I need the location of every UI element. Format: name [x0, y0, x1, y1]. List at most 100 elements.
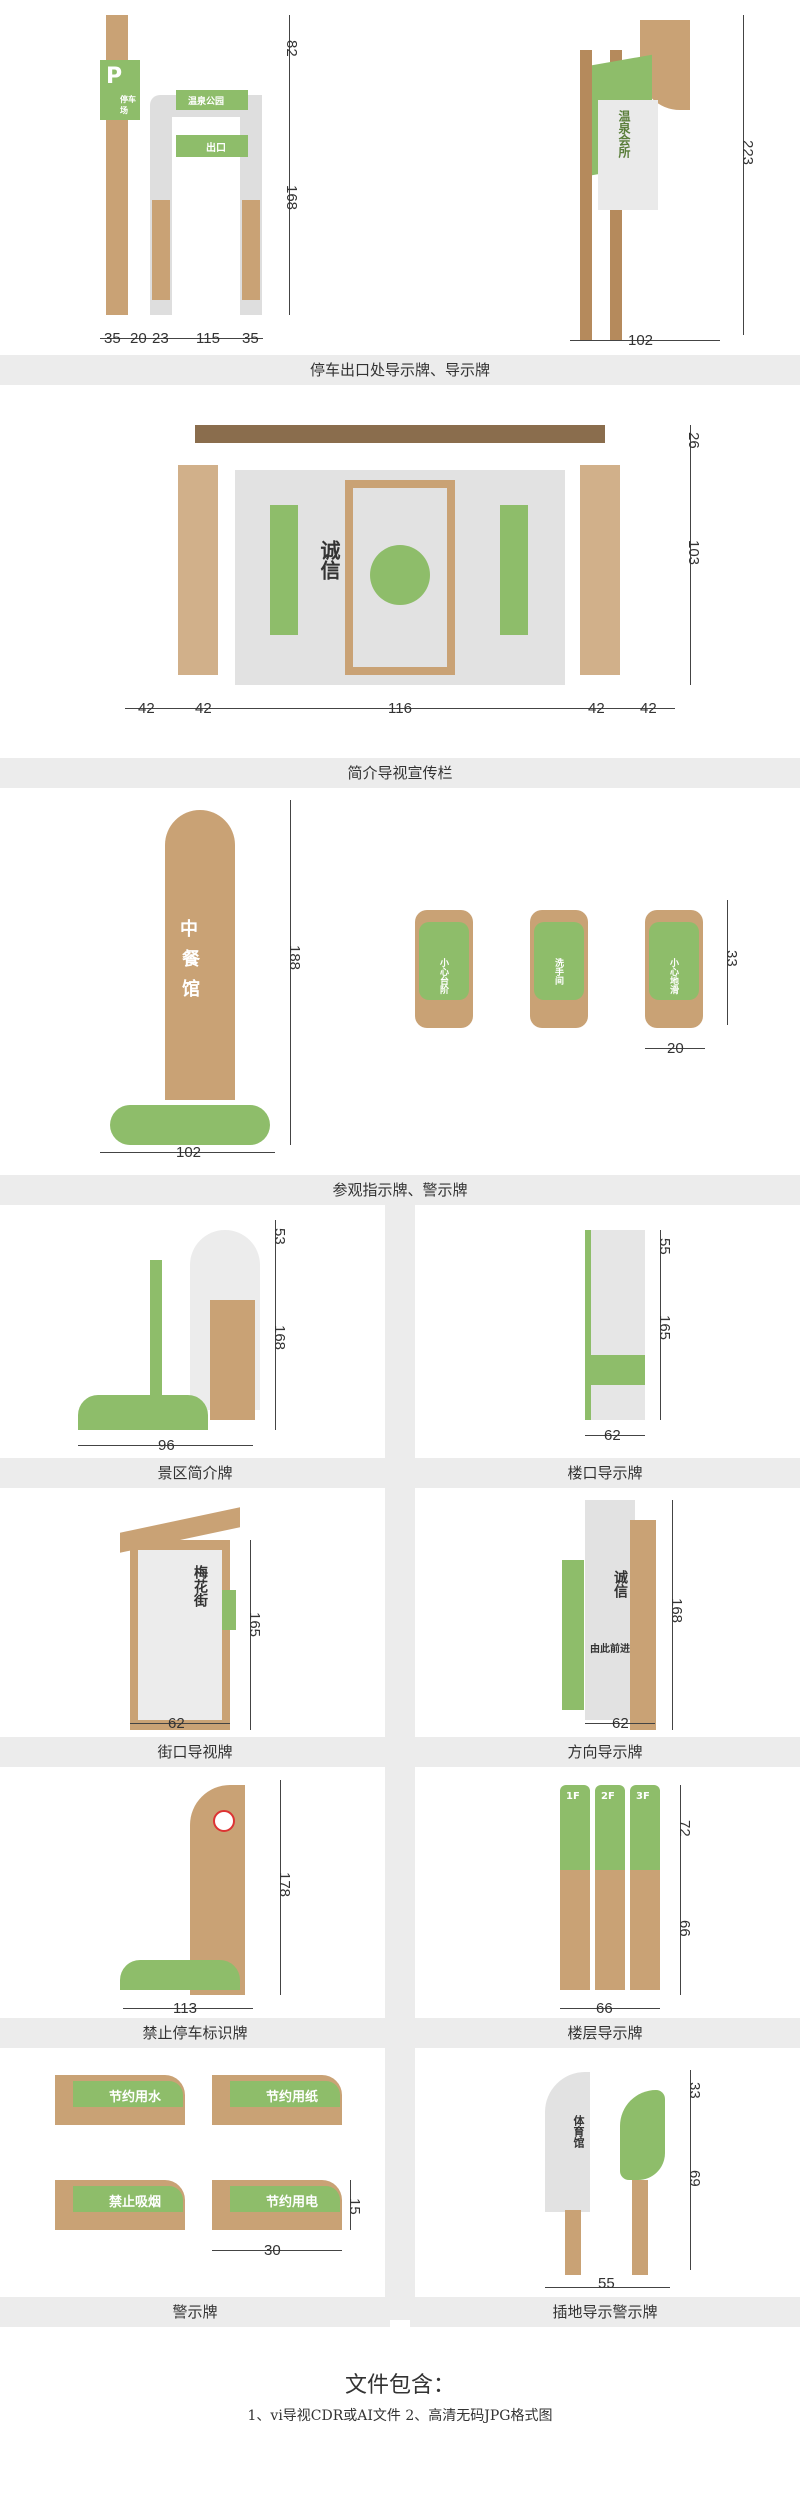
dim-line: [680, 1785, 681, 1995]
section-caption: 街口导视牌: [0, 1737, 390, 1767]
dim-line: [690, 425, 691, 685]
dim-label: 165: [246, 1612, 263, 1638]
dim-label: 102: [176, 1144, 202, 1161]
warning-sign-3-band: 禁止吸烟: [73, 2186, 183, 2212]
direction-sign-green: [562, 1560, 584, 1710]
dim-line: [585, 1435, 645, 1436]
dim-label: 30: [264, 2242, 281, 2259]
restaurant-sign: [165, 810, 235, 1100]
ground-sign-2-post: [632, 2180, 648, 2275]
dim-line: [130, 1723, 230, 1724]
scenic-mountain: [78, 1395, 208, 1430]
warning-label-1: 节约用水: [109, 2090, 162, 2105]
floor-sign-3: 3F: [630, 1785, 660, 1870]
dim-line: [585, 1723, 655, 1724]
floor-label-2: 2F: [601, 1791, 615, 1802]
board-green-left: [270, 505, 298, 635]
dim-label: 69: [686, 2170, 703, 2187]
dim-line: [727, 900, 728, 1025]
ground-sign-1: [545, 2072, 590, 2212]
direction-sign-wood: [630, 1520, 656, 1730]
board-round-window: [370, 545, 430, 605]
arch-right-panel: [242, 200, 260, 300]
warning-sign-4-band: 节约用电: [230, 2186, 340, 2212]
dim-label: 26: [685, 432, 702, 449]
restaurant-char-1: 中: [180, 919, 198, 940]
warning-sign-4: 节约用电: [212, 2180, 342, 2230]
small-sign-2-panel: 洗手间: [534, 922, 584, 1000]
warning-sign-2: 节约用纸: [212, 2075, 342, 2125]
direction-label-1: 温泉公园: [188, 97, 225, 107]
dim-line: [545, 2287, 670, 2288]
dim-line: [100, 338, 263, 339]
dim-line: [570, 340, 720, 341]
dim-label: 42: [195, 700, 212, 717]
ground-sign-2: [620, 2090, 665, 2180]
tall-sign-post-1: [580, 50, 592, 340]
dim-line: [123, 2008, 253, 2009]
direction-label-2: 出口: [206, 143, 226, 154]
dim-label: 53: [271, 1228, 288, 1245]
ground-sign-label: 体育馆: [572, 2115, 585, 2148]
warning-label-4: 节约用电: [266, 2195, 319, 2210]
small-sign-3-panel: 小心地滑: [649, 922, 699, 1000]
street-name: 梅花街: [192, 1565, 208, 1607]
dim-label: 66: [676, 1920, 693, 1937]
section-caption: 插地导示警示牌: [410, 2297, 800, 2327]
restaurant-char-2: 餐: [182, 949, 200, 970]
section-caption: 楼层导示牌: [410, 2018, 800, 2048]
small-sign-3-label: 小心地滑: [668, 958, 678, 994]
street-tag: [222, 1590, 236, 1630]
dim-label: 102: [628, 332, 654, 349]
dim-line: [743, 15, 744, 335]
board-side-right: [580, 465, 620, 675]
floor-sign-1: 1F: [560, 1785, 590, 1870]
small-sign-1-label: 小心台阶: [438, 958, 448, 994]
dim-line: [78, 1445, 253, 1446]
floor-post-2: [595, 1870, 625, 1990]
warning-sign-1-band: 节约用水: [73, 2081, 183, 2107]
dim-line: [645, 1048, 705, 1049]
parking-label: 停车场: [120, 95, 136, 115]
street-panel: [138, 1550, 222, 1720]
scenic-wood: [210, 1300, 255, 1420]
board-door-frame: [345, 480, 455, 675]
floor-label-3: 3F: [636, 1791, 650, 1802]
dim-label: 35: [242, 330, 259, 347]
entry-sign-band: [585, 1355, 645, 1385]
dim-line: [290, 800, 291, 1145]
warning-label-3: 禁止吸烟: [109, 2195, 162, 2210]
board-green-right: [500, 505, 528, 635]
dim-label: 42: [640, 700, 657, 717]
dim-label: 62: [604, 1427, 621, 1444]
dim-label: 82: [283, 40, 300, 57]
dim-label: 66: [596, 2000, 613, 2017]
dim-label: 35: [104, 330, 121, 347]
footer-subtitle: 1、vi导视CDR或AI文件 2、高清无码JPG格式图: [247, 2408, 553, 2424]
dim-line: [560, 2008, 660, 2009]
section-caption: 景区简介牌: [0, 1458, 390, 1488]
dim-label: 23: [152, 330, 169, 347]
floor-sign-2: 2F: [595, 1785, 625, 1870]
entry-sign-panel: [585, 1230, 645, 1420]
dim-line: [125, 708, 675, 709]
dim-label: 168: [283, 185, 300, 211]
small-sign-2: 洗手间: [530, 910, 588, 1028]
direction-sign-panel: [585, 1500, 635, 1720]
direction-sign-title: 诚信: [612, 1570, 628, 1598]
scenic-post: [150, 1260, 162, 1410]
warning-sign-2-band: 节约用纸: [230, 2081, 340, 2107]
dim-label: 116: [388, 700, 412, 717]
dim-label: 168: [668, 1598, 685, 1624]
dim-label: 33: [686, 2082, 703, 2099]
dim-line: [250, 1540, 251, 1730]
warning-label-2: 节约用纸: [266, 2090, 319, 2105]
dim-label: 42: [138, 700, 155, 717]
section-caption: 警示牌: [0, 2297, 390, 2327]
footer-title: 文件包含：: [344, 2373, 455, 2398]
section-caption: 简介导视宣传栏: [0, 758, 800, 788]
entry-sign-bar: [585, 1230, 591, 1420]
dim-label: 103: [685, 540, 702, 566]
dim-label: 62: [168, 1715, 185, 1732]
dim-label: 15: [346, 2198, 363, 2215]
